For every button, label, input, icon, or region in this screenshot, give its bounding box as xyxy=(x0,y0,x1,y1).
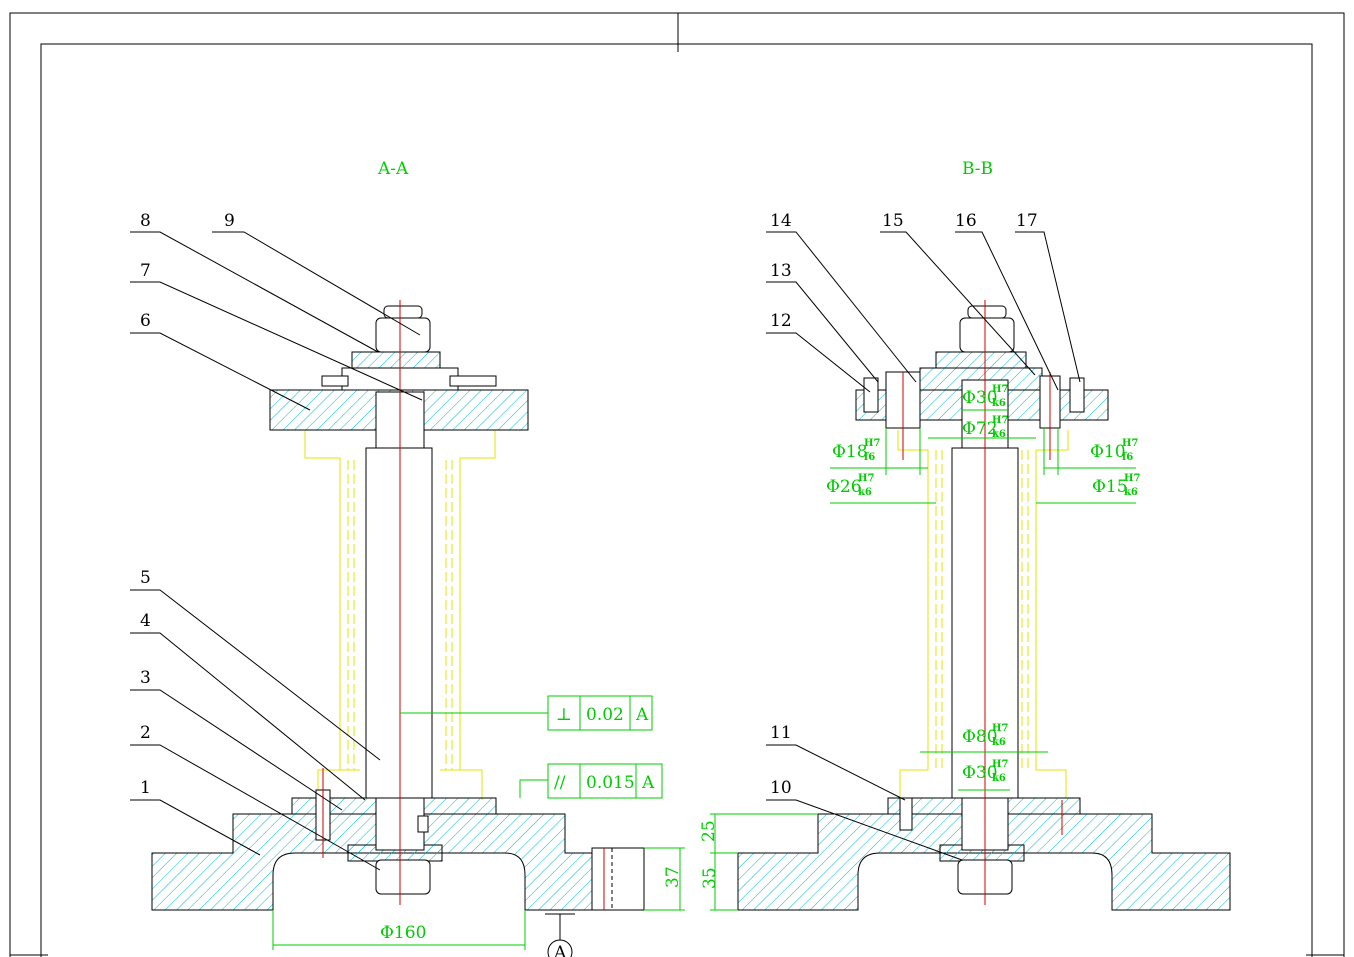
side-block-a xyxy=(591,847,645,911)
fit-dimension-lines xyxy=(830,409,1136,791)
svg-text:H7: H7 xyxy=(858,473,874,484)
screw-left-b xyxy=(863,377,879,413)
view-a-section xyxy=(151,300,645,911)
shaft-a xyxy=(365,447,433,799)
left-clamp-a xyxy=(321,375,349,387)
part-label-10: 10 xyxy=(770,778,792,798)
svg-text:H7: H7 xyxy=(992,415,1008,426)
part-label-1: 1 xyxy=(140,778,151,798)
base-plate-a xyxy=(151,813,596,911)
svg-text:k6: k6 xyxy=(858,487,872,498)
part-label-14: 14 xyxy=(770,211,792,231)
gdt-parallelism: // 0.015 A xyxy=(519,763,663,799)
svg-text:Φ30: Φ30 xyxy=(962,388,998,408)
dim-37-text: 37 xyxy=(663,866,683,888)
screw-bottom-b xyxy=(899,797,913,831)
svg-text:Φ15: Φ15 xyxy=(1092,477,1128,497)
svg-text:k6: k6 xyxy=(992,398,1006,409)
dim-heights-b xyxy=(710,813,818,911)
part-label-8: 8 xyxy=(140,211,151,231)
svg-text:H7: H7 xyxy=(864,438,880,449)
svg-text:H7: H7 xyxy=(992,759,1008,770)
part-label-13: 13 xyxy=(770,261,792,281)
part-label-17: 17 xyxy=(1016,211,1038,231)
dim-phi160 xyxy=(272,910,526,950)
dim-25-text: 25 xyxy=(699,820,719,842)
part-label-3: 3 xyxy=(140,668,151,688)
part-label-11: 11 xyxy=(770,723,792,743)
part-label-7: 7 xyxy=(140,261,151,281)
part-label-15: 15 xyxy=(882,211,904,231)
top-nut-a xyxy=(375,317,431,353)
svg-text:Φ72: Φ72 xyxy=(962,419,998,439)
fit-phi10: Φ10 H7 f6 xyxy=(1090,438,1138,463)
svg-text:f6: f6 xyxy=(864,452,875,463)
bottom-nut-a xyxy=(375,859,431,895)
top-bolt-head-a xyxy=(383,305,423,319)
svg-text:Φ18: Φ18 xyxy=(832,442,868,462)
fit-phi72: Φ72 H7 k6 xyxy=(962,415,1008,440)
svg-text:f6: f6 xyxy=(1122,452,1133,463)
gdt-par-symbol: // xyxy=(554,773,566,793)
svg-text:H7: H7 xyxy=(1122,438,1138,449)
top-nut-b xyxy=(959,317,1015,353)
fit-phi18: Φ18 H7 f6 xyxy=(832,438,880,463)
part-label-2: 2 xyxy=(140,723,151,743)
gdt-perp-symbol: ⊥ xyxy=(556,705,572,725)
svg-text:Φ30: Φ30 xyxy=(962,763,998,783)
part-label-4: 4 xyxy=(140,611,151,631)
svg-text:k6: k6 xyxy=(1124,487,1138,498)
fit-phi30-bottom: Φ30 H7 k6 xyxy=(962,759,1008,784)
gdt-perp-datum: A xyxy=(635,705,649,725)
leaders-b xyxy=(766,231,1081,861)
support-hidden-lines-b xyxy=(897,430,1069,798)
key-a xyxy=(417,815,429,833)
svg-text:Φ80: Φ80 xyxy=(962,727,998,747)
dim-phi160-text: Φ160 xyxy=(380,923,426,943)
top-bushing-a xyxy=(351,351,441,369)
datum-a-label: A xyxy=(553,943,567,957)
gdt-perpendicularity: ⊥ 0.02 A xyxy=(400,695,653,731)
svg-text:k6: k6 xyxy=(992,429,1006,440)
fit-phi30-top: Φ30 H7 k6 xyxy=(962,384,1008,409)
svg-text:k6: k6 xyxy=(992,737,1006,748)
part-label-12: 12 xyxy=(770,311,792,331)
right-clamp-a xyxy=(449,375,497,387)
top-bolt-head-b xyxy=(967,305,1007,319)
part-label-9: 9 xyxy=(224,211,235,231)
part-label-6: 6 xyxy=(140,311,151,331)
svg-text:Φ10: Φ10 xyxy=(1090,442,1126,462)
svg-text:k6: k6 xyxy=(992,773,1006,784)
datum-a-symbol xyxy=(545,913,575,957)
sheet-frame xyxy=(9,12,1345,957)
dim-37 xyxy=(644,847,685,911)
screw-right-b xyxy=(1069,377,1085,413)
view-title-b: B-B xyxy=(962,159,993,179)
top-bushing-b xyxy=(935,351,1027,369)
gdt-par-value: 0.015 xyxy=(586,773,635,793)
dim-35-text: 35 xyxy=(700,867,720,889)
svg-text:H7: H7 xyxy=(1124,473,1140,484)
part-label-5: 5 xyxy=(140,568,151,588)
view-b-section xyxy=(737,300,1231,911)
fit-phi26: Φ26 H7 k6 xyxy=(826,473,874,498)
svg-text:Φ26: Φ26 xyxy=(826,477,862,497)
svg-text:H7: H7 xyxy=(992,384,1008,395)
part-label-16: 16 xyxy=(955,211,977,231)
fit-phi15: Φ15 H7 k6 xyxy=(1092,473,1140,498)
view-title-a: A-A xyxy=(377,159,409,179)
leaders-a xyxy=(130,231,423,871)
gdt-perp-value: 0.02 xyxy=(586,705,624,725)
svg-text:H7: H7 xyxy=(992,723,1008,734)
base-plate-b xyxy=(737,813,1231,911)
gdt-par-datum: A xyxy=(641,773,655,793)
fit-phi80: Φ80 H7 k6 xyxy=(962,723,1008,748)
